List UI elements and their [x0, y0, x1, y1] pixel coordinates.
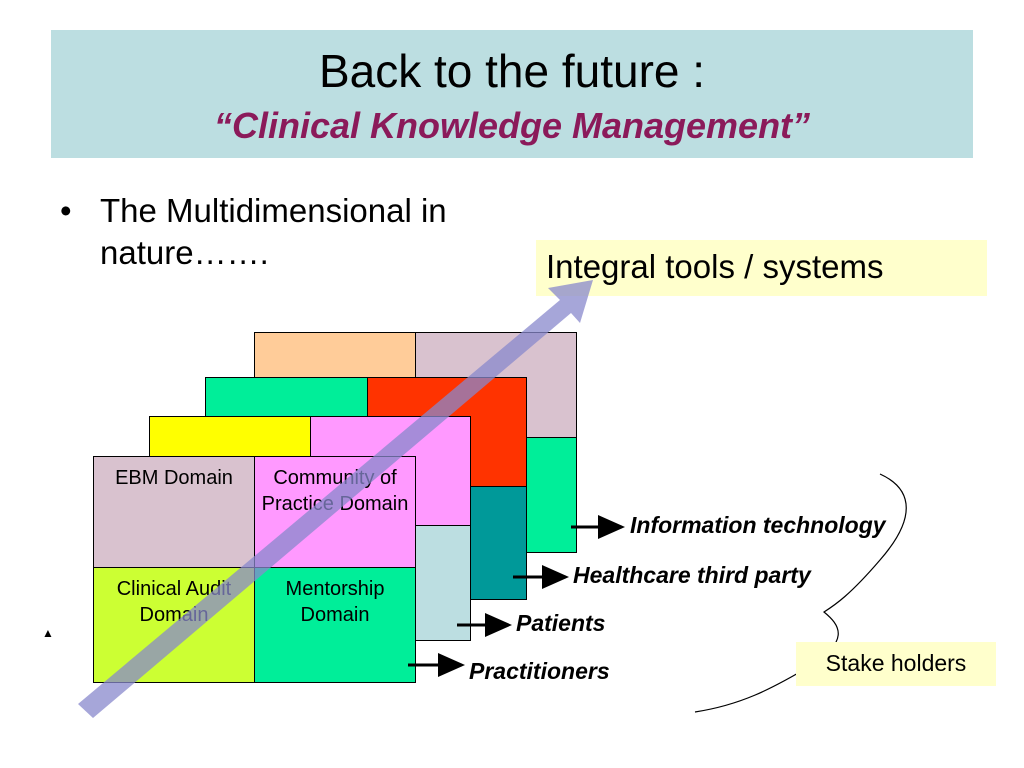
integration-arrow	[78, 280, 593, 718]
stakeholders-label: Stake holders	[796, 642, 996, 686]
slide-title: Back to the future :	[318, 45, 706, 97]
bullet-text: The Multidimensional in nature…….	[100, 192, 447, 271]
slide-subtitle: “Clinical Knowledge Management”	[213, 105, 811, 146]
small-triangle-icon: ▲	[42, 626, 54, 640]
integral-tools-label: Integral tools / systems	[536, 240, 987, 296]
stakeholders-brace	[694, 473, 907, 713]
label-practitioners: Practitioners	[469, 658, 610, 684]
label-healthcare-third-party: Healthcare third party	[573, 562, 811, 588]
mentorship-domain-cell: Mentorship Domain	[254, 567, 416, 683]
title-box: Back to the future : “Clinical Knowledge…	[51, 30, 973, 158]
label-information-technology: Information technology	[630, 512, 886, 538]
label-patients: Patients	[516, 610, 606, 636]
bullet-marker: •	[60, 192, 72, 229]
